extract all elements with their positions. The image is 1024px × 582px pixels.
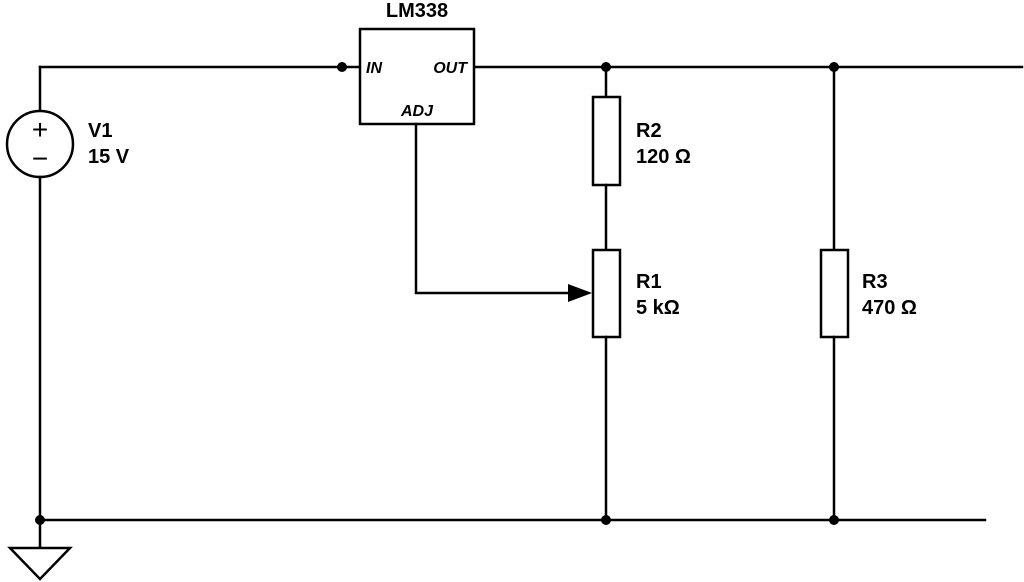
junction-dot-r3-bottom bbox=[829, 515, 839, 525]
source-plus-sign: + bbox=[32, 114, 48, 145]
adj-wire bbox=[414, 122, 570, 295]
r1-ref-label: R1 bbox=[636, 271, 662, 293]
wiper-arrow bbox=[568, 284, 592, 302]
v1-value-label: 15 V bbox=[88, 146, 130, 168]
junction-dot-r3-top bbox=[829, 62, 839, 72]
pin-in-label: IN bbox=[366, 60, 382, 77]
junction-dot-r2-top bbox=[601, 62, 611, 72]
r2-value-label: 120 Ω bbox=[636, 146, 691, 168]
junction-dot-r1-bottom bbox=[601, 515, 611, 525]
ground-symbol bbox=[7, 518, 73, 581]
r2-ref-label: R2 bbox=[636, 120, 662, 142]
lm338-regulator bbox=[358, 27, 476, 126]
pin-out-label: OUT bbox=[433, 60, 468, 77]
regulator-name-label: LM338 bbox=[386, 0, 448, 22]
resistor-r2 bbox=[591, 65, 622, 252]
v1-ref-label: V1 bbox=[88, 120, 112, 142]
junction-dot-ground-left bbox=[35, 515, 45, 525]
r3-value-label: 470 Ω bbox=[862, 297, 917, 319]
voltage-source-v1: + − bbox=[5, 65, 75, 522]
r1-value-label: 5 kΩ bbox=[636, 297, 680, 319]
pin-adj-label: ADJ bbox=[400, 103, 434, 120]
junction-dot-in bbox=[337, 62, 347, 72]
r3-ref-label: R3 bbox=[862, 271, 888, 293]
source-minus-sign: − bbox=[32, 143, 48, 174]
potentiometer-r1 bbox=[591, 248, 622, 522]
resistor-r3 bbox=[819, 65, 850, 522]
